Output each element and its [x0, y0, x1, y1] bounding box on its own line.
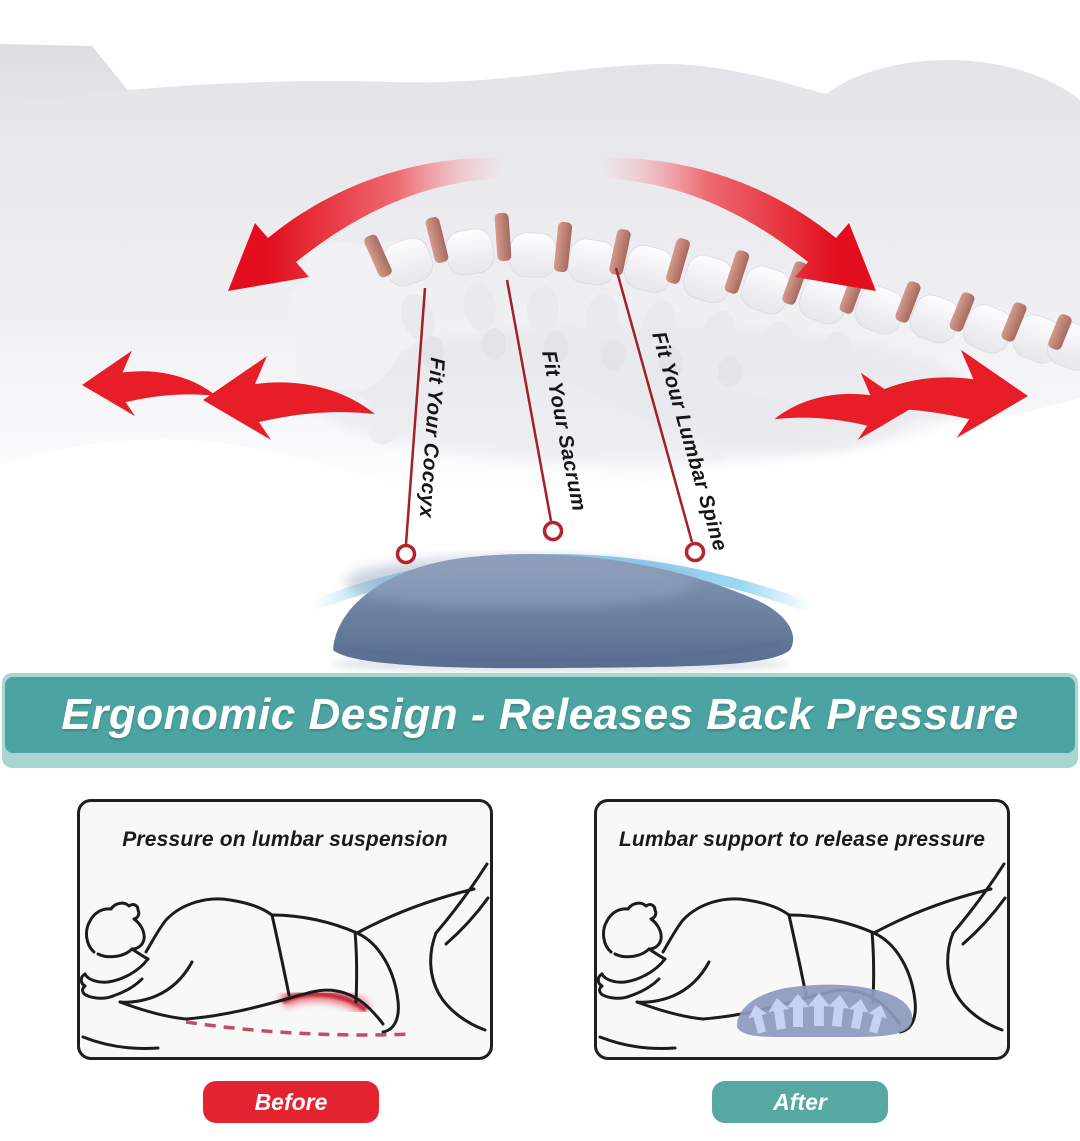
banner-inner: Ergonomic Design - Releases Back Pressur…	[5, 677, 1075, 753]
spine-discs	[364, 212, 1072, 350]
target-circle-icon-coccyx	[395, 543, 417, 565]
banner: Ergonomic Design - Releases Back Pressur…	[2, 673, 1078, 768]
double-arrow-left-outer-icon	[203, 356, 375, 440]
after-panel: Lumbar support to release pressure	[594, 799, 1010, 1060]
double-arrow-right-inner-icon	[774, 372, 912, 440]
callout-line-coccyx	[404, 287, 427, 545]
callout-line-sacrum	[505, 279, 553, 522]
callout-line-lumbar	[614, 267, 694, 543]
vertebra-processes	[400, 283, 852, 388]
after-button: After	[712, 1081, 888, 1123]
pillow-highlight	[345, 556, 695, 608]
before-figure	[80, 862, 490, 1051]
before-caption: Pressure on lumbar suspension	[122, 828, 448, 851]
after-caption: Lumbar support to release pressure	[618, 828, 986, 851]
pillow-bottom-seam	[344, 640, 783, 663]
double-arrow-left-inner-icon	[82, 350, 217, 417]
after-figure	[597, 862, 1007, 1051]
target-circle-icon-lumbar	[684, 541, 706, 563]
double-arrow-right-outer-icon	[847, 349, 1028, 438]
before-button: Before	[203, 1081, 379, 1123]
curved-arrow-down-left-icon	[228, 157, 508, 291]
ergonomic-diagram: Fit Your Coccyx Fit Your Sacrum Fit Your…	[0, 44, 1080, 672]
banner-title: Ergonomic Design - Releases Back Pressur…	[61, 690, 1019, 739]
dashed-line-icon	[185, 1020, 414, 1037]
curved-arrow-down-right-icon	[596, 157, 876, 291]
before-panel: Pressure on lumbar suspension	[77, 799, 493, 1060]
target-circle-icon-sacrum	[542, 520, 564, 542]
lying-person-lineart	[80, 862, 490, 1051]
lumbar-pillow-product	[306, 554, 818, 672]
